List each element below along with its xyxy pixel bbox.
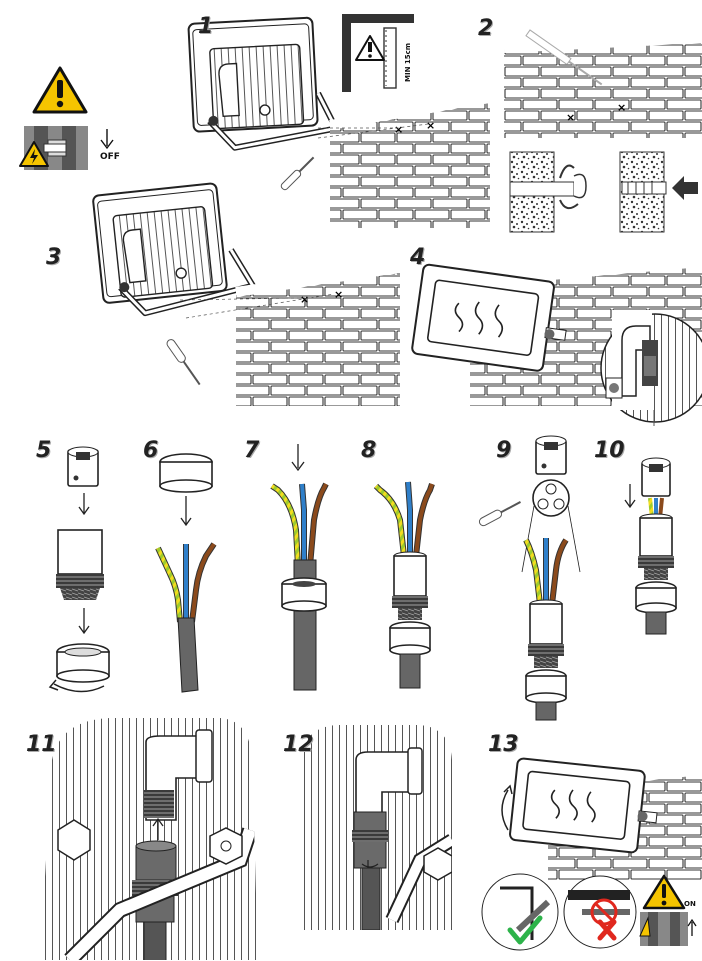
step-number-7: 7	[244, 438, 260, 463]
warning-icon-on	[642, 874, 686, 910]
step-5-illustration	[48, 446, 110, 693]
off-label: OFF	[100, 152, 120, 162]
check-icon	[507, 915, 543, 945]
drill-bit-icon	[525, 29, 603, 86]
step-3-illustration: × ×	[92, 182, 401, 406]
step-13-illustration	[481, 757, 702, 951]
svg-text:×: ×	[617, 101, 626, 114]
wall-plug-icon	[621, 181, 667, 195]
screwdriver-icon	[280, 156, 315, 191]
step-12-illustration	[300, 725, 452, 930]
step-number-9: 9	[496, 438, 512, 463]
on-label: ON	[684, 900, 696, 908]
step-1-illustration: × ×	[19, 14, 491, 228]
step-number-3: 3	[46, 245, 62, 270]
step-7-illustration	[270, 444, 329, 691]
wall-bracket-icon	[342, 14, 414, 92]
step-2-illustration: × ×	[503, 29, 702, 233]
step-number-12: 12	[283, 732, 314, 757]
step-number-4: 4	[410, 245, 426, 270]
step-4-illustration	[411, 257, 702, 426]
step-9-illustration	[478, 435, 581, 721]
electric-hazard-icon	[19, 141, 49, 167]
warning-icon	[32, 66, 88, 114]
step-number-11: 11	[26, 732, 57, 757]
svg-text:×: ×	[566, 111, 575, 124]
step-10-illustration	[624, 457, 677, 635]
step-8-illustration	[373, 481, 435, 689]
svg-text:×: ×	[426, 119, 435, 132]
cable-gland-icon	[67, 446, 99, 487]
min-distance-label: MIN 15cm	[404, 42, 412, 82]
svg-text:×: ×	[334, 288, 343, 301]
step-number-10: 10	[594, 438, 625, 463]
step-number-6: 6	[143, 438, 159, 463]
step-number-1: 1	[198, 14, 214, 39]
svg-text:×: ×	[394, 123, 403, 136]
step-number-13: 13	[488, 732, 519, 757]
step-number-5: 5	[36, 438, 52, 463]
cross-icon	[597, 919, 617, 941]
down-arrow-icon	[100, 129, 114, 150]
step-11-illustration	[40, 718, 258, 960]
step-number-8: 8	[361, 438, 377, 463]
svg-text:×: ×	[300, 293, 309, 306]
step-number-2: 2	[478, 16, 494, 41]
step-6-illustration	[155, 453, 217, 693]
